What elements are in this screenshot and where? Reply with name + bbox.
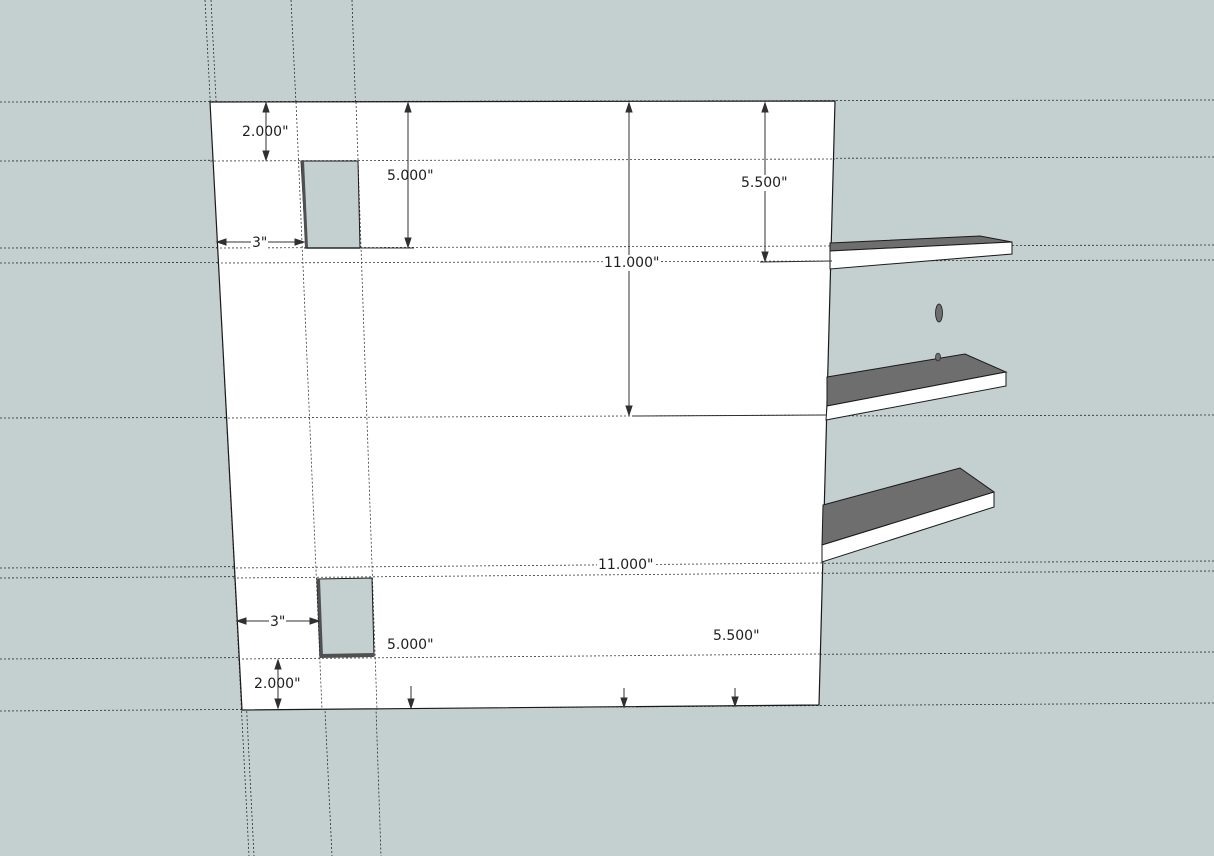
- cutout-bottom: [320, 653, 374, 658]
- arrow-head: [404, 237, 412, 249]
- dim-label-top-left-inset: 3": [251, 235, 269, 251]
- dim-label-bottom-offset: 2.000": [254, 676, 301, 692]
- dim-label-top-cutout-height: 5.000": [387, 168, 434, 184]
- arrow-head: [215, 238, 227, 246]
- shelf-middle[interactable]: [825, 353, 1008, 421]
- cutout-opening: [316, 577, 375, 658]
- shelf-top[interactable]: [829, 235, 1013, 270]
- shelf-front-edge: [821, 491, 995, 563]
- peg-hole: [935, 352, 941, 362]
- dimension-lines: [215, 101, 833, 710]
- dim-label-bottom-center-height: 11.000": [597, 557, 655, 573]
- arrow-head: [620, 697, 628, 709]
- arrow-head: [235, 617, 247, 625]
- dim-label-top-right-height: 5.500": [740, 175, 789, 191]
- guide-line: [237, 653, 821, 660]
- arrow-head: [274, 698, 282, 710]
- arrow-head: [761, 101, 769, 113]
- dim-label-bottom-cutout-height: 5.000": [387, 637, 434, 653]
- arrow-head: [309, 617, 321, 625]
- dim-label-top-center-height: 11.000": [603, 255, 661, 271]
- guide-line: [215, 245, 833, 249]
- top-cutout[interactable]: [300, 160, 361, 249]
- guide-line: [295, 101, 323, 711]
- arrow-head: [625, 101, 633, 113]
- peg-hole: [935, 303, 943, 323]
- shelf-front-edge: [829, 241, 1013, 270]
- cutout-side: [301, 161, 308, 248]
- arrow-head: [262, 150, 270, 162]
- arrow-head: [407, 698, 415, 710]
- shelf-front-edge: [825, 371, 1007, 421]
- dim-label-bottom-left-inset: 3": [269, 614, 287, 630]
- dim-label-bottom-right-height: 5.500": [713, 628, 760, 644]
- panel-face[interactable]: [209, 100, 836, 711]
- bottom-cutout[interactable]: [316, 577, 375, 658]
- shelf-bottom[interactable]: [821, 467, 996, 563]
- dim-label-top-offset: 2.000": [242, 124, 289, 140]
- guide-line: [355, 101, 378, 711]
- arrow-head: [404, 101, 412, 113]
- cutout-side: [317, 579, 323, 657]
- arrow-head: [625, 405, 633, 417]
- arrow-head: [274, 658, 282, 670]
- cutout-opening: [300, 160, 361, 249]
- dim-extension: [631, 414, 827, 417]
- arrow-head: [294, 238, 306, 246]
- arrow-head: [262, 101, 270, 113]
- arrow-head: [731, 696, 739, 708]
- dim-extension: [759, 260, 833, 263]
- arrow-head: [761, 251, 769, 263]
